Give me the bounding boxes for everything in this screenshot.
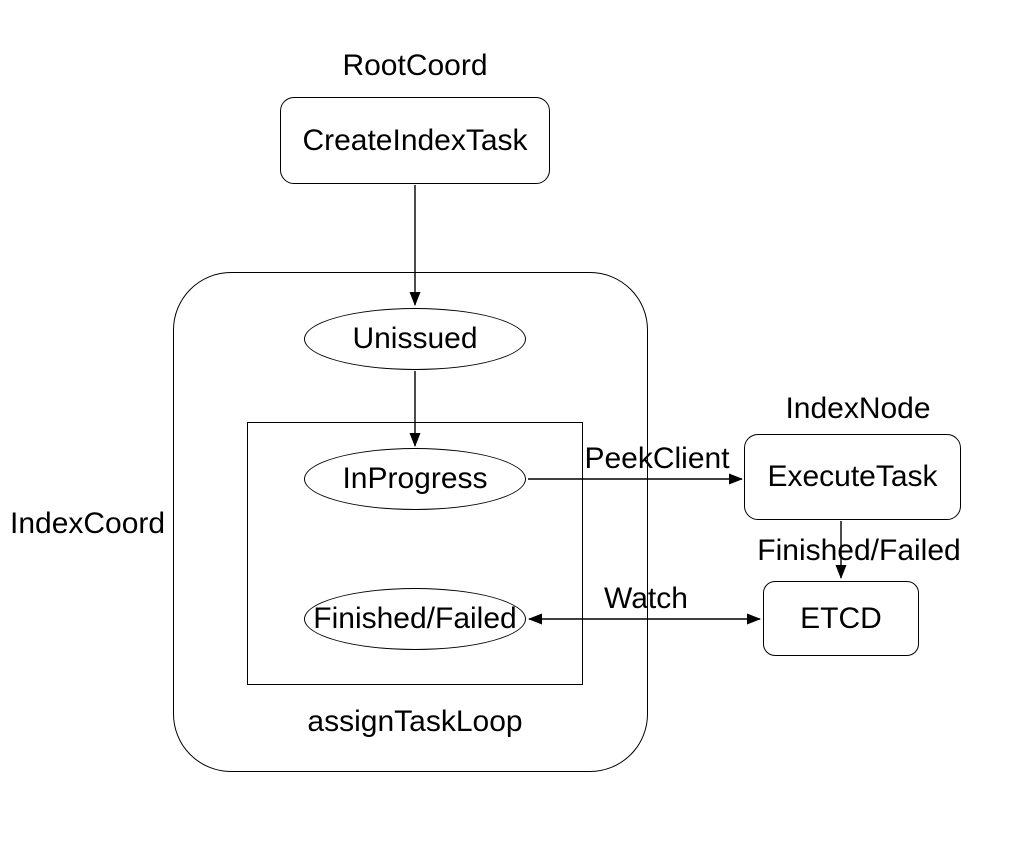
inprogress-state-node: InProgress	[304, 448, 526, 510]
rootcoord-label: RootCoord	[342, 49, 488, 82]
execute-task-node: ExecuteTask	[744, 434, 961, 520]
etcd-node: ETCD	[763, 581, 919, 656]
etcd-label: ETCD	[800, 601, 882, 635]
unissued-state-node: Unissued	[304, 308, 526, 370]
finished-failed-state-label: Finished/Failed	[313, 602, 517, 635]
create-index-task-node: CreateIndexTask	[280, 97, 550, 184]
assigntaskloop-container	[247, 422, 583, 685]
indexcoord-container	[173, 272, 648, 772]
execute-task-label: ExecuteTask	[767, 460, 938, 493]
indexcoord-label: IndexCoord	[10, 507, 166, 540]
assigntaskloop-label: assignTaskLoop	[307, 705, 523, 738]
watch-edge-label: Watch	[604, 582, 688, 615]
finished-failed-state-node: Finished/Failed	[304, 588, 526, 650]
finished-failed-edge-label: Finished/Failed	[757, 534, 961, 567]
inprogress-state-label: InProgress	[342, 462, 488, 495]
unissued-state-label: Unissued	[352, 322, 478, 355]
create-index-task-label: CreateIndexTask	[302, 123, 528, 157]
indexnode-label: IndexNode	[785, 392, 931, 425]
peekclient-edge-label: PeekClient	[584, 442, 730, 475]
